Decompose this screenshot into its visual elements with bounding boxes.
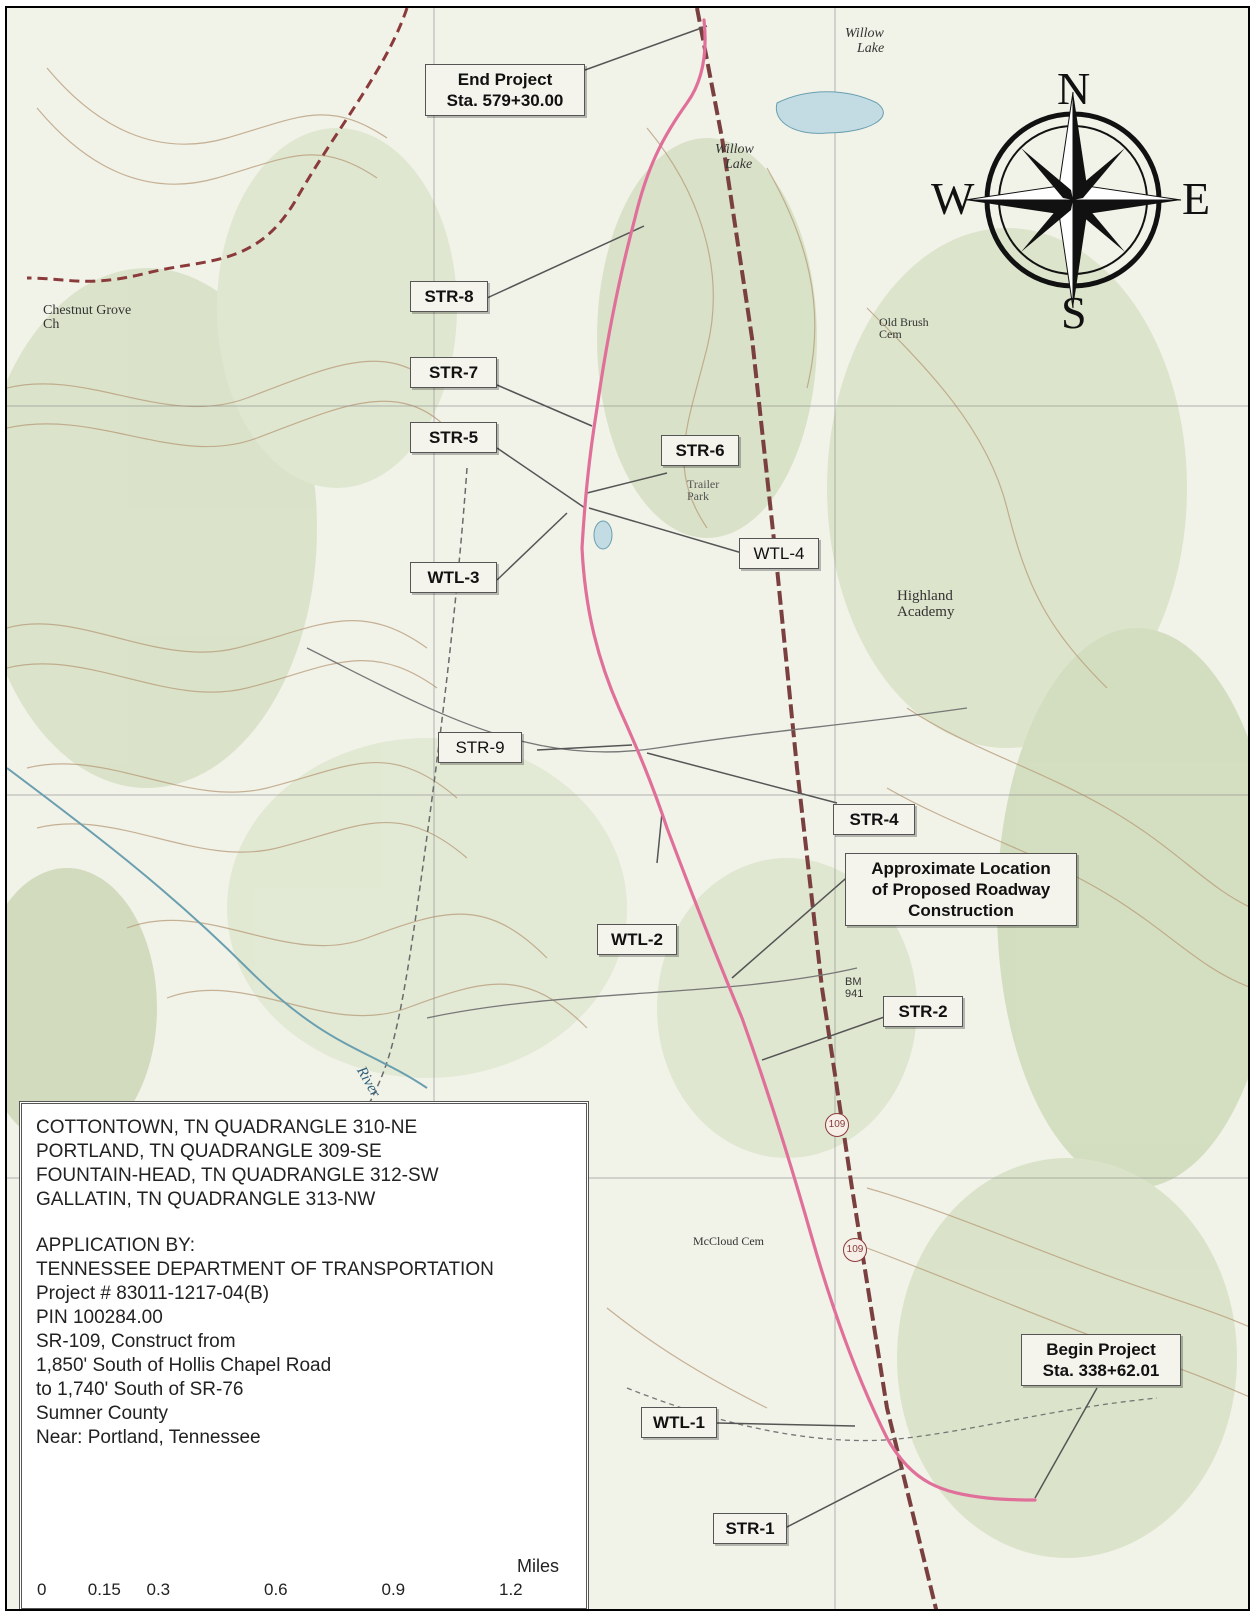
label-old-brush-cem: Old Brush Cem [879, 315, 929, 341]
callout-begin-project: Begin Project Sta. 338+62.01 [1021, 1334, 1181, 1386]
callout-wtl-3: WTL-3 [410, 562, 497, 593]
label-highland-academy: Highland Academy [897, 588, 955, 620]
legend-quad: COTTONTOWN, TN QUADRANGLE 310-NE [36, 1117, 418, 1138]
scale-tick-label: 0.6 [264, 1580, 288, 1599]
label-bm-941: BM 941 [845, 976, 864, 1000]
scale-tick-label: 0.3 [146, 1580, 171, 1599]
label-trailer-park: Trailer Park [687, 477, 720, 503]
scale-tick-label: 1.2 [499, 1580, 523, 1599]
label-mccloud-cem: McCloud Cem [693, 1234, 764, 1248]
callout-str-2: STR-2 [883, 996, 963, 1027]
label-willow-lake-south: Willow Lake [715, 142, 754, 172]
legend-application: Near: Portland, Tennessee [36, 1427, 261, 1448]
compass-rose [964, 91, 1182, 309]
proposed-roadway-route [580, 18, 1037, 1502]
map-canvas [7, 8, 1248, 1609]
callout-str-1: STR-1 [713, 1513, 787, 1544]
legend-quad: FOUNTAIN-HEAD, TN QUADRANGLE 312-SW [36, 1165, 439, 1186]
compass-west: W [931, 173, 975, 224]
scale-tick-label: 0.15 [87, 1580, 121, 1599]
compass-north: N [1057, 63, 1091, 114]
route-shield: 109 [843, 1238, 867, 1262]
topographic-map: Willow Lake Willow Lake Chestnut Grove C… [5, 6, 1250, 1611]
callout-str-6: STR-6 [661, 435, 739, 466]
legend-application: PIN 100284.00 [36, 1307, 163, 1328]
label-willow-lake-north: Willow Lake [845, 26, 885, 56]
callout-str-8: STR-8 [410, 281, 488, 312]
legend-application: to 1,740' South of SR-76 [36, 1379, 244, 1400]
route-shield: 109 [825, 1113, 849, 1137]
legend-quad: GALLATIN, TN QUADRANGLE 313-NW [36, 1189, 376, 1210]
callout-approximate-location: Approximate Location of Proposed Roadway… [845, 853, 1077, 926]
legend-application: 1,850' South of Hollis Chapel Road [36, 1355, 332, 1376]
legend-application: Project # 83011-1217-04(B) [36, 1283, 270, 1304]
callout-str-5: STR-5 [410, 422, 497, 453]
contour-lines [7, 67, 1248, 1409]
scale-tick-label: 0.9 [381, 1580, 406, 1599]
callout-str-7: STR-7 [410, 357, 497, 388]
compass-east: E [1182, 173, 1211, 224]
legend-quad: PORTLAND, TN QUADRANGLE 309-SE [36, 1141, 382, 1162]
callout-wtl-2: WTL-2 [597, 924, 677, 955]
callout-leaders [486, 25, 1098, 1529]
legend-application: APPLICATION BY: [36, 1235, 196, 1256]
terrain-shading [7, 128, 1248, 1558]
legend-application: TENNESSEE DEPARTMENT OF TRANSPORTATION [36, 1259, 494, 1280]
callout-wtl-1: WTL-1 [641, 1407, 717, 1438]
label-chestnut-grove: Chestnut Grove Ch [43, 303, 132, 332]
scale-tick-label: 0 [37, 1580, 47, 1599]
compass-south: S [1061, 287, 1087, 338]
callout-end-project: End Project Sta. 579+30.00 [425, 64, 585, 116]
legend-application: SR-109, Construct from [36, 1331, 236, 1352]
callout-wtl-4: WTL-4 [739, 538, 819, 569]
water-features [7, 91, 884, 1089]
legend-box: COTTONTOWN, TN QUADRANGLE 310-NE PORTLAN… [19, 1101, 589, 1609]
callout-str-9: STR-9 [438, 732, 522, 763]
callout-str-4: STR-4 [833, 804, 915, 835]
legend-application: Sumner County [36, 1403, 169, 1424]
scale-unit: Miles [517, 1556, 560, 1576]
